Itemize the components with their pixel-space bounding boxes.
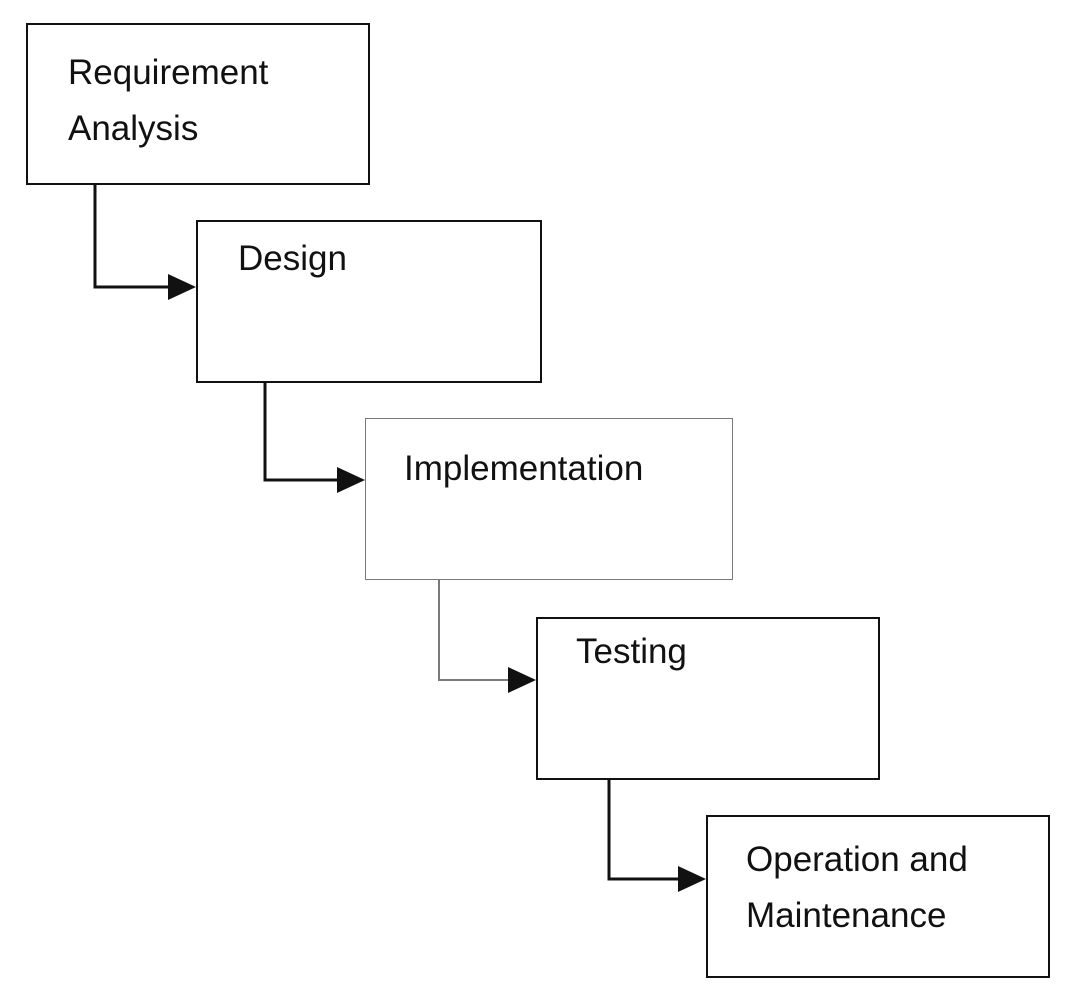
connector-design-to-implementation [263,383,341,482]
implementation-label: Implementation [404,449,644,488]
connector-testing-to-operation [607,780,682,881]
requirement-analysis-box: Requirement Analysis [26,23,370,185]
operation-maintenance-box: Operation and Maintenance [706,815,1050,978]
connector-implementation-to-testing [438,580,512,681]
requirement-analysis-label: Requirement Analysis [68,53,269,148]
design-box: Design [196,220,542,383]
arrowhead-operation [678,866,706,892]
implementation-box: Implementation [365,418,733,580]
testing-box: Testing [536,617,880,780]
arrowhead-implementation [337,467,365,493]
testing-label: Testing [576,632,687,671]
arrowhead-testing [508,667,536,693]
design-label: Design [238,239,347,278]
arrowhead-design [168,274,196,300]
operation-maintenance-label: Operation and Maintenance [746,840,968,935]
connector-requirement-to-design [93,185,172,289]
